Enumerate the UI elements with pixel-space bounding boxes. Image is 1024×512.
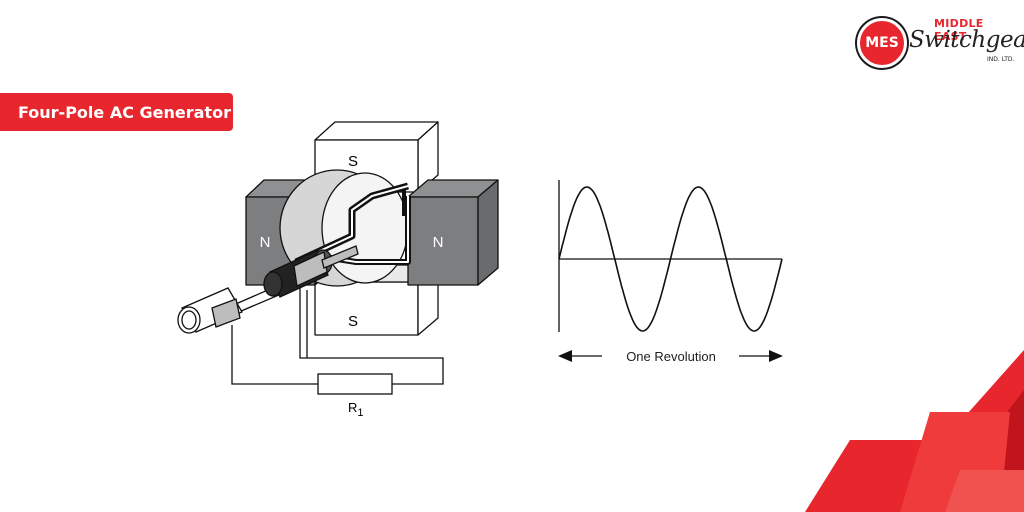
magnet-right-n — [407, 179, 499, 286]
pole-left-label: N — [260, 234, 271, 251]
resistor-r1 — [317, 373, 393, 395]
armature-coil — [294, 182, 411, 266]
sine-wave — [558, 186, 783, 332]
corner-decoration — [805, 350, 1024, 512]
company-logo[interactable]: MES MIDDLE EAST Switchgear IND. LTD. — [855, 14, 1024, 70]
external-circuit — [231, 288, 444, 385]
logo-top-text: MIDDLE EAST — [934, 17, 984, 43]
pole-right-label: N — [433, 234, 444, 251]
resistor-label-subscript: 1 — [357, 407, 363, 419]
diagram-title: Four-Pole AC Generator — [0, 93, 233, 131]
arrow-left-icon — [558, 350, 572, 362]
logo-sub-text: IND. LTD. — [987, 56, 1015, 63]
arrow-right-icon — [769, 350, 783, 362]
waveform-caption: One Revolution — [626, 349, 716, 364]
pole-top-label: S — [348, 153, 358, 170]
slip-ring-inner — [263, 245, 359, 298]
resistor-label: R1 — [348, 400, 364, 419]
logo-script-text: Switchgear — [909, 27, 1024, 53]
waveform-graph: One Revolution — [558, 180, 783, 364]
logo-emblem: MES — [857, 18, 907, 68]
resistor-label-main: R — [348, 400, 357, 415]
pole-bottom-label: S — [348, 313, 358, 330]
slip-ring-outer — [177, 287, 243, 334]
